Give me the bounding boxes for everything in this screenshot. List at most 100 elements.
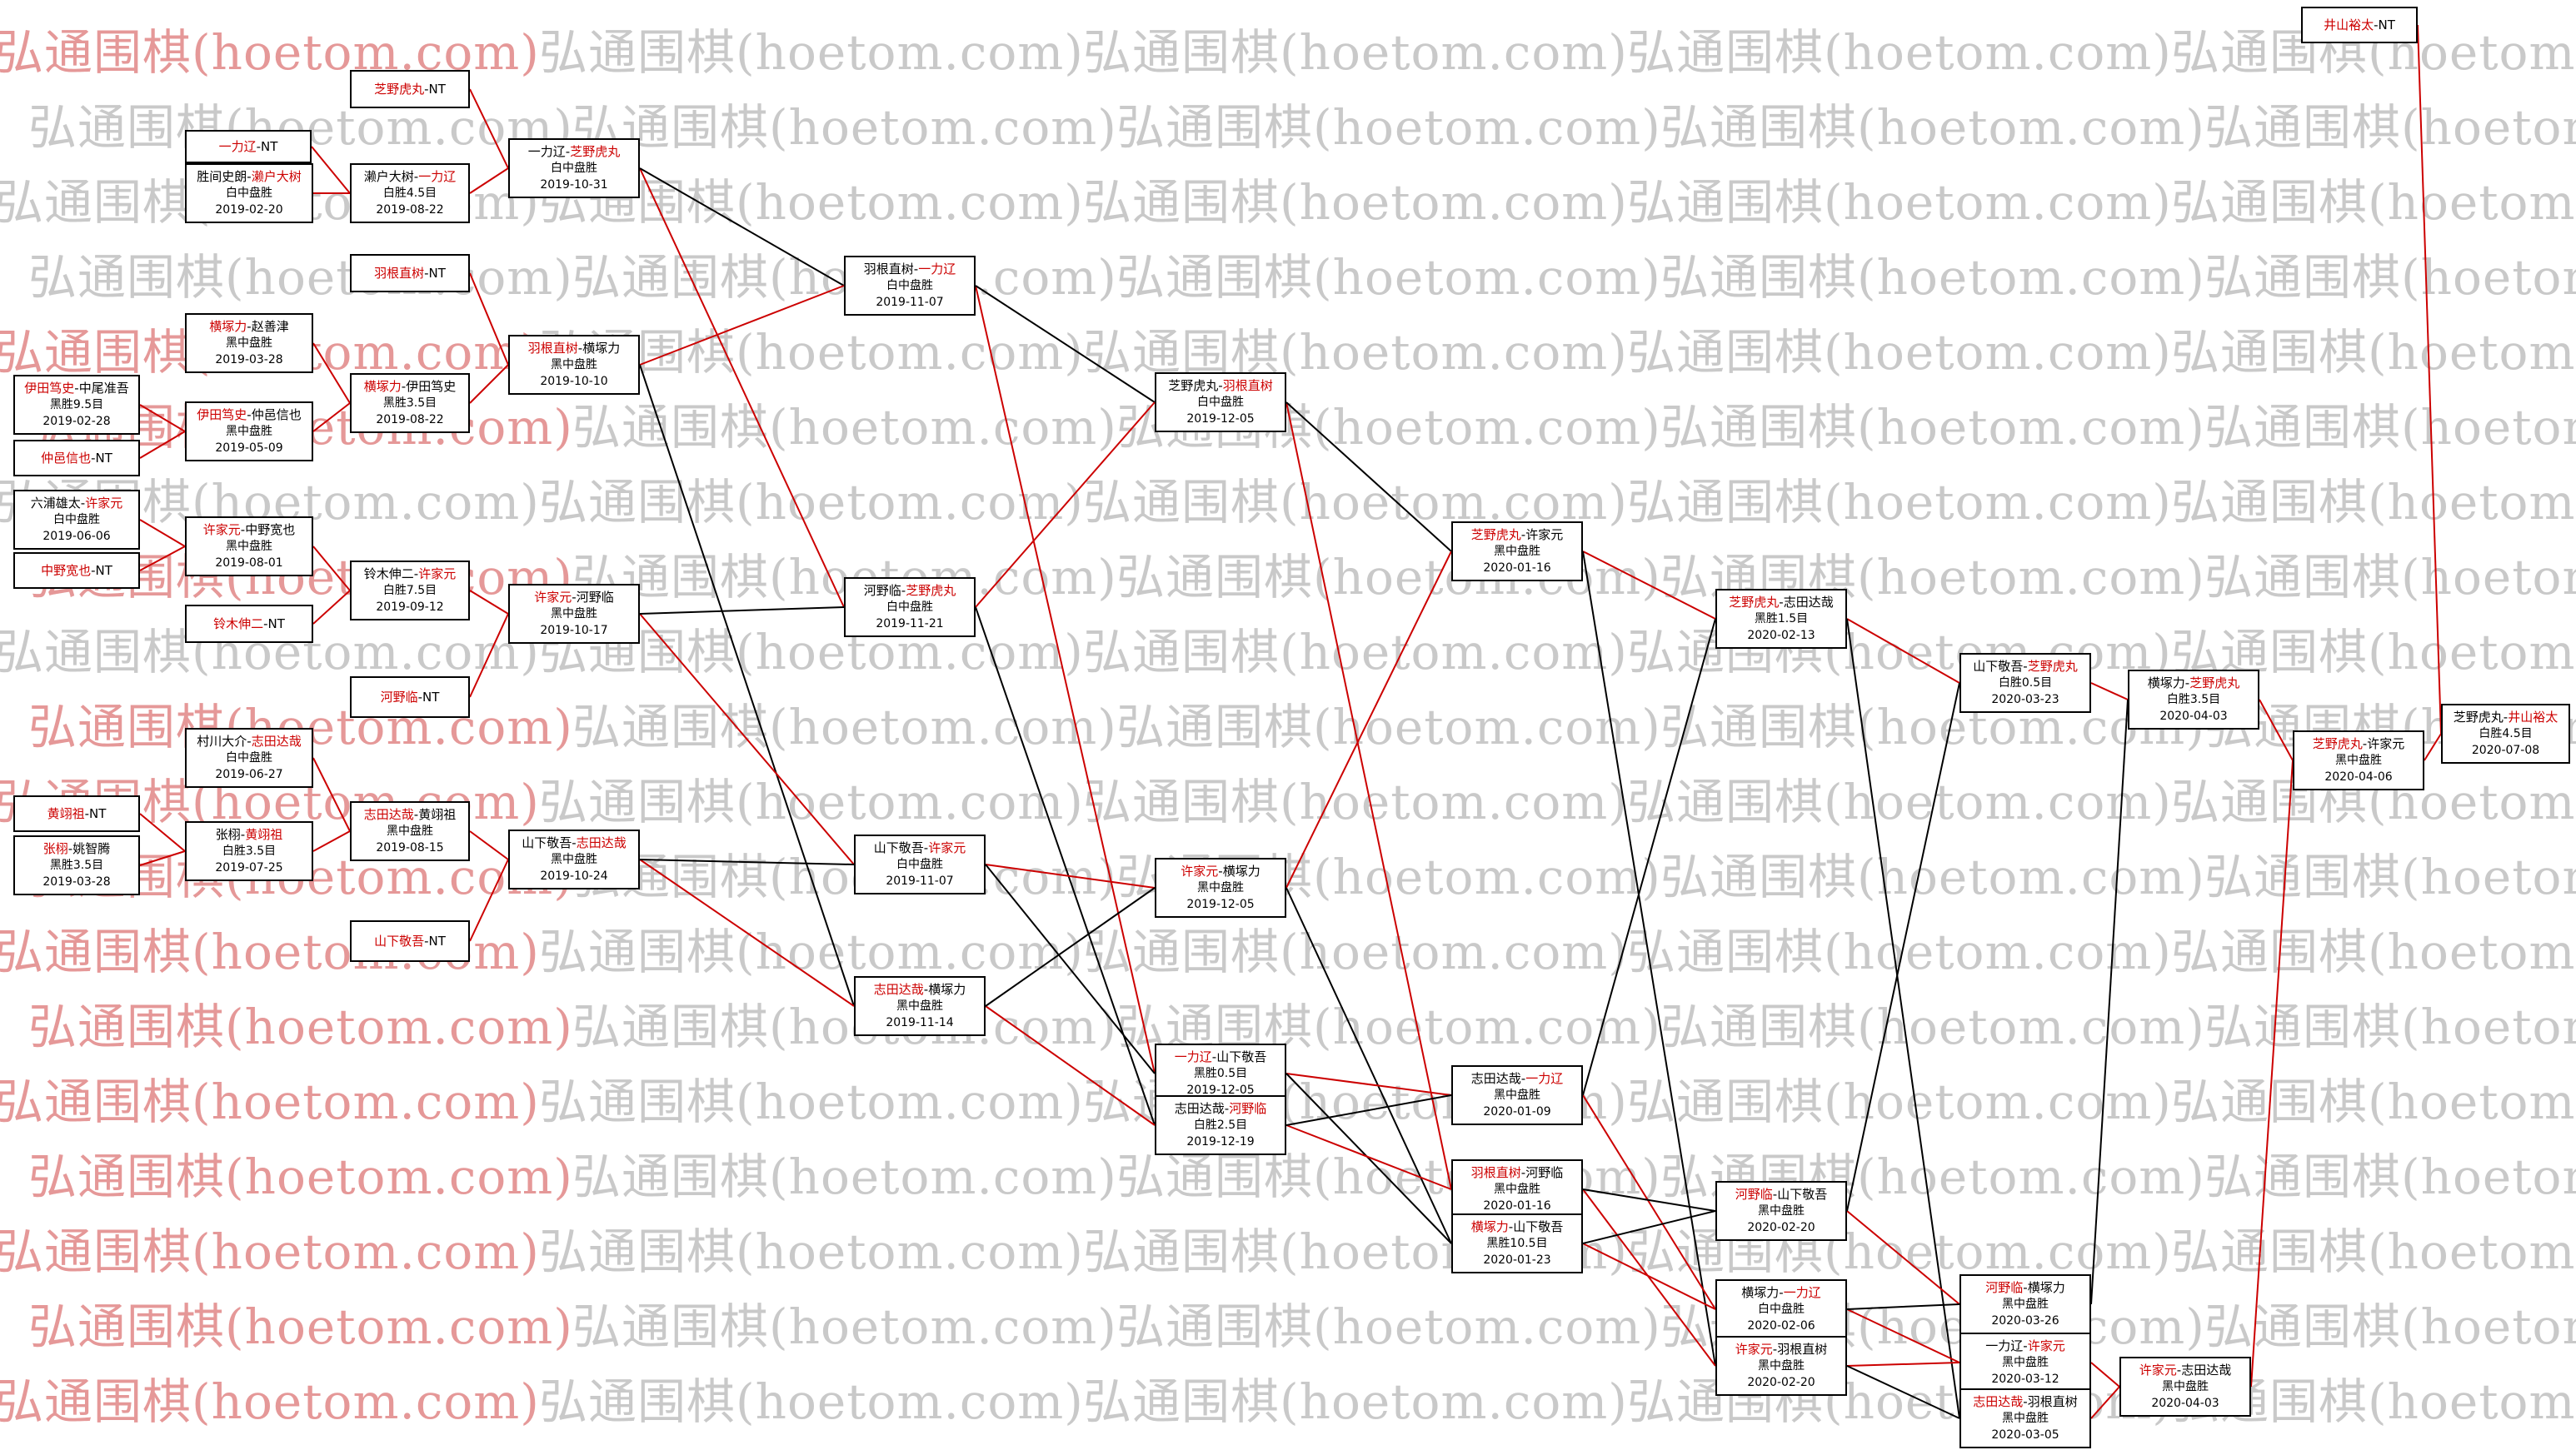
watermark-text: 弘通围棋(hoetom.com) bbox=[0, 1223, 540, 1280]
bracket-edge bbox=[1582, 1094, 1716, 1310]
bye-label: NT bbox=[95, 451, 112, 466]
match-title: 横塚力-芝野虎丸 bbox=[2147, 675, 2240, 690]
watermark-text: 弘通围棋(hoetom.com) bbox=[1083, 324, 1628, 381]
match-title: 井山裕太-NT bbox=[2324, 17, 2395, 32]
bracket-edge bbox=[975, 285, 1156, 403]
bracket-edge bbox=[312, 757, 351, 832]
watermark-text: 弘通围棋(hoetom.com) bbox=[539, 1074, 1084, 1130]
bracket-edge bbox=[639, 167, 845, 608]
match-title: 志田达哉-河野临 bbox=[1174, 1101, 1267, 1116]
watermark-text: 弘通围棋(hoetom.com) bbox=[28, 249, 573, 306]
player-name: 横塚力 bbox=[582, 341, 621, 356]
player-name: 铃木伸二 bbox=[363, 566, 414, 581]
player-name: 一力辽 bbox=[527, 144, 566, 159]
bye-label: NT bbox=[428, 266, 446, 281]
match-result: 黑胜1.5目 bbox=[1754, 612, 1809, 625]
match-title: 横塚力-一力辽 bbox=[1741, 1285, 1821, 1300]
player-name: 伊田笃史 bbox=[24, 381, 75, 396]
watermark-text: 弘通围棋(hoetom.com) bbox=[539, 24, 1084, 81]
match-title: 铃木伸二-NT bbox=[213, 616, 285, 631]
bracket-edge bbox=[469, 830, 509, 860]
bracket-edge bbox=[1286, 551, 1452, 889]
match-box[interactable]: 井山裕太-NT bbox=[2301, 7, 2418, 43]
player-name: 一力辽 bbox=[1525, 1071, 1564, 1086]
match-box[interactable]: 芝野虎丸-NT bbox=[350, 70, 470, 108]
bracket-edge bbox=[1846, 618, 1960, 1419]
watermark-text: 弘通围棋(hoetom.com) bbox=[572, 999, 1117, 1055]
match-title: 仲邑信也-NT bbox=[41, 451, 112, 466]
match-box[interactable]: 中野宽也-NT bbox=[13, 552, 140, 589]
bracket-edge bbox=[139, 431, 186, 459]
match-title: 山下敬吾-志田达哉 bbox=[522, 835, 627, 850]
match-title: 许家元-中野宽也 bbox=[202, 522, 296, 537]
bracket-edge bbox=[639, 364, 855, 1007]
player-name: 仲邑信也 bbox=[41, 451, 92, 466]
match-date: 2019-10-24 bbox=[540, 870, 608, 883]
watermark-text: 弘通围棋(hoetom.com) bbox=[1116, 699, 1661, 755]
match-title: 羽根直树-NT bbox=[374, 266, 446, 281]
match-box[interactable]: 山下敬吾-NT bbox=[350, 920, 470, 962]
match-box[interactable]: 仲邑信也-NT bbox=[13, 440, 140, 476]
player-name: 许家元 bbox=[2139, 1363, 2177, 1378]
bracket-edge bbox=[1582, 1210, 1716, 1244]
match-box[interactable]: 黄翊祖-NT bbox=[13, 795, 140, 832]
match-result: 黑胜0.5目 bbox=[1193, 1067, 1248, 1080]
match-box[interactable]: 铃木伸二-NT bbox=[185, 605, 313, 643]
watermark-text: 弘通围棋(hoetom.com) bbox=[2171, 924, 2576, 980]
match-box[interactable]: 一力辽-NT bbox=[185, 130, 312, 163]
match-title: 一力辽-芝野虎丸 bbox=[527, 144, 621, 159]
player-name: 河野临 bbox=[1985, 1280, 2024, 1295]
bracket-edge bbox=[1846, 682, 1960, 1212]
player-name: 黄翊祖 bbox=[418, 807, 457, 822]
watermark-text: 弘通围棋(hoetom.com) bbox=[572, 1149, 1117, 1205]
watermark-text: 弘通围棋(hoetom.com) bbox=[1660, 849, 2205, 905]
match-box[interactable]: 河野临-NT bbox=[350, 676, 470, 718]
match-box[interactable]: 羽根直树-NT bbox=[350, 254, 470, 292]
player-name: 黄翊祖 bbox=[245, 827, 283, 842]
match-title: 村川大介-志田达哉 bbox=[197, 734, 302, 749]
bracket-edge bbox=[2250, 760, 2294, 1388]
